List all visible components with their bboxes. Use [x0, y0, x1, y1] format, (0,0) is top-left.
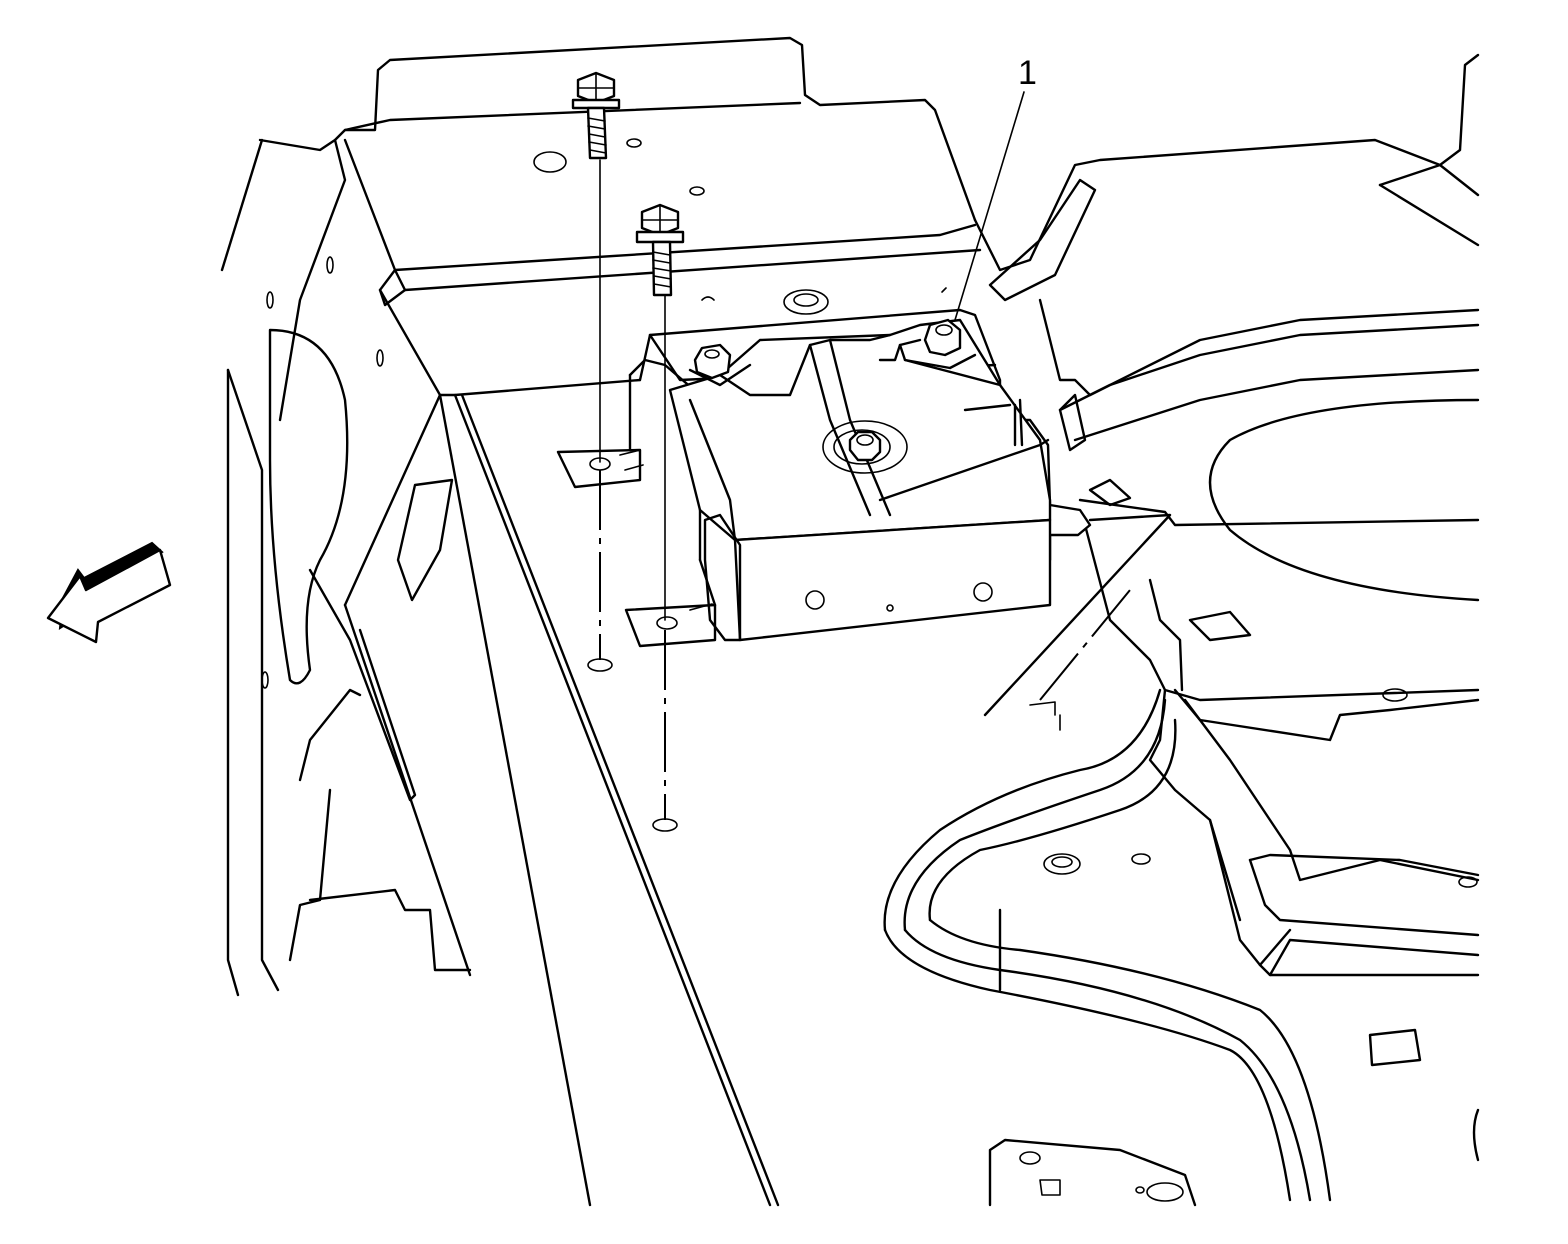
alignment-lines — [587, 159, 1172, 832]
cross-member — [883, 578, 1480, 1207]
callout-1: 1 — [954, 54, 1037, 321]
front-direction-arrow-icon — [46, 541, 172, 644]
control-module — [668, 318, 1052, 642]
floor-pan — [973, 53, 1480, 922]
top-shelf-panel — [333, 36, 982, 315]
bolt-rear — [571, 71, 621, 160]
main-rail — [343, 288, 780, 1207]
bolt-front — [635, 203, 685, 297]
callout-1-label: 1 — [1018, 54, 1037, 92]
